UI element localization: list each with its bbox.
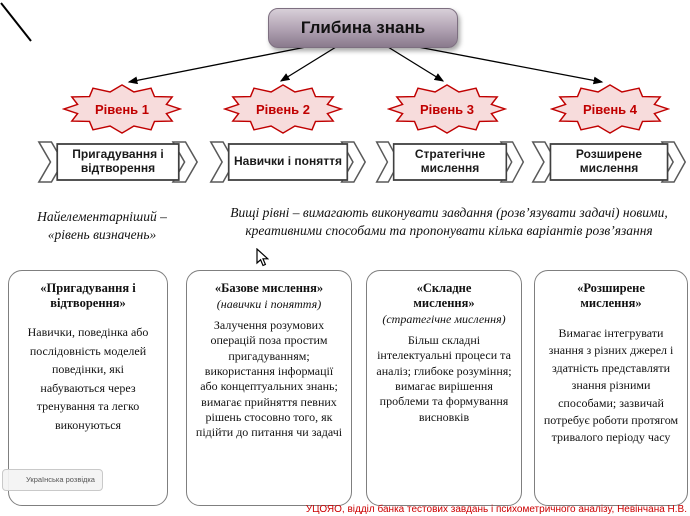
starburst-shape [62,84,182,134]
level-1-star: Рівень 1 [62,84,182,134]
level-1-banner: Пригадування і відтворення [36,136,200,188]
level-4-banner-label: Розширене мислення [575,147,643,175]
card-recall-heading: «Пригадування і відтворення» [40,281,136,310]
starburst-shape [223,84,343,134]
ribbon-shape [375,141,525,183]
note-left: Найелементарніший – «рівень визначень» [37,209,167,242]
title-box: Глибина знань [268,8,458,48]
ribbon-shape [531,141,687,183]
level-4-banner: Розширене мислення [530,136,688,188]
level-3-banner: Стратегічне мислення [374,136,526,188]
card-basic-subheading: (навички і поняття) [216,297,322,311]
card-recall: «Пригадування і відтворення» Навички, по… [8,270,168,506]
level-4-label: Рівень 4 [582,101,638,117]
ribbon-shape [37,141,199,183]
card-recall-body: Навички, поведінка або послідовність мод… [27,325,149,432]
ribbon-shape [209,141,367,183]
flag-icon [10,474,22,486]
footer-credit: УЦОЯО, відділ банка тестових завдань і п… [305,504,687,515]
card-complex-thinking: «Складне мислення» (стратегічне мислення… [366,270,522,506]
card-basic-body: Залучення розумових операцій поза прости… [195,317,343,440]
level-3-label: Рівень 3 [419,101,475,117]
card-complex-subheading: (стратегічне мислення) [382,312,506,326]
card-extended-thinking: «Розширене мислення» Вимагає інтегрувати… [534,270,688,506]
level-2-star: Рівень 2 [223,84,343,134]
level-3-banner-label: Стратегічне мислення [414,147,486,175]
card-complex-body: Більш складні інтелектуальні процеси та … [376,332,512,424]
card-complex-heading: «Складне мислення» [413,281,475,310]
level-1-label: Рівень 1 [94,101,150,117]
card-extended-body: Вимагає інтегрувати знання з різних джер… [543,326,679,445]
level-4-star: Рівень 4 [550,84,670,134]
level-3-star: Рівень 3 [387,84,507,134]
note-right: Вищі рівні – вимагають виконувати завдан… [230,205,668,238]
level-2-label: Рівень 2 [255,101,311,117]
level-2-banner-label: Навички і поняття [233,154,343,169]
starburst-shape [550,84,670,134]
card-basic-thinking: «Базове мислення» (навички і поняття) За… [186,270,352,506]
card-basic-heading: «Базове мислення» [214,281,324,295]
watermark-label: Українська розвідка [26,474,95,484]
starburst-shape [387,84,507,134]
level-2-banner: Навички і поняття [208,136,368,188]
mouse-cursor-icon [256,248,269,267]
watermark: Українська розвідка [2,469,103,491]
card-extended-heading: «Розширене мислення» [577,281,645,310]
level-1-banner-label: Пригадування і відтворення [72,147,164,175]
slide-title: Глибина знань [300,18,426,37]
